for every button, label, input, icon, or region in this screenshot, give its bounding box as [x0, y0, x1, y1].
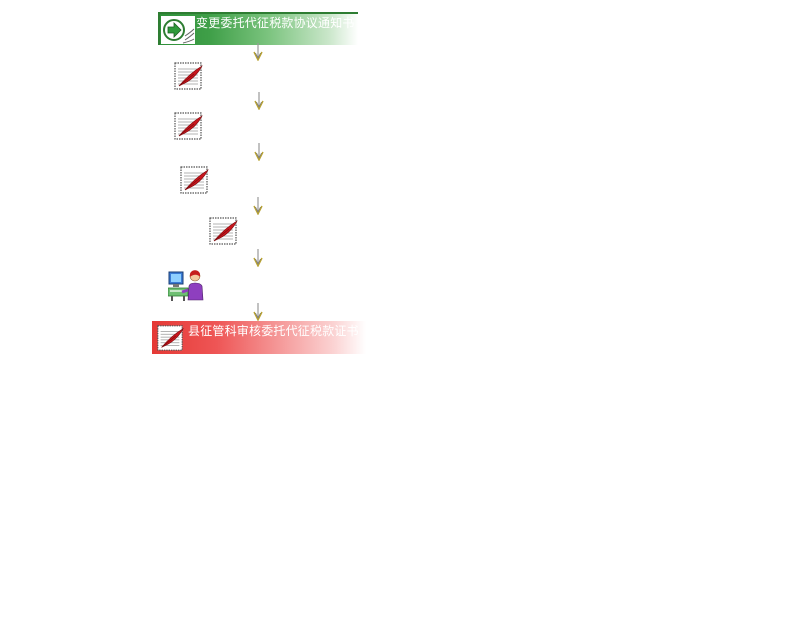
end-node[interactable]: 县征管科审核委托代征税款证书 — [152, 321, 366, 354]
notepad-quill-icon — [154, 323, 186, 353]
notepad-quill-icon[interactable] — [172, 110, 204, 142]
person-at-computer-icon[interactable] — [168, 268, 204, 302]
start-node[interactable]: 变更委托代征税款协议通知书 — [158, 12, 358, 45]
start-node-label: 变更委托代征税款协议通知书 — [196, 16, 355, 30]
down-arrow-icon — [252, 249, 264, 267]
notepad-quill-icon[interactable] — [207, 215, 239, 247]
arrow-right-circle-icon — [161, 16, 195, 44]
down-arrow-icon — [253, 143, 265, 161]
down-arrow-icon — [252, 197, 264, 215]
notepad-quill-icon[interactable] — [178, 164, 210, 196]
down-arrow-icon — [253, 92, 265, 110]
notepad-quill-icon[interactable] — [172, 60, 204, 92]
end-node-label: 县征管科审核委托代征税款证书 — [188, 324, 359, 338]
down-arrow-icon — [252, 43, 264, 61]
down-arrow-icon — [252, 303, 264, 321]
